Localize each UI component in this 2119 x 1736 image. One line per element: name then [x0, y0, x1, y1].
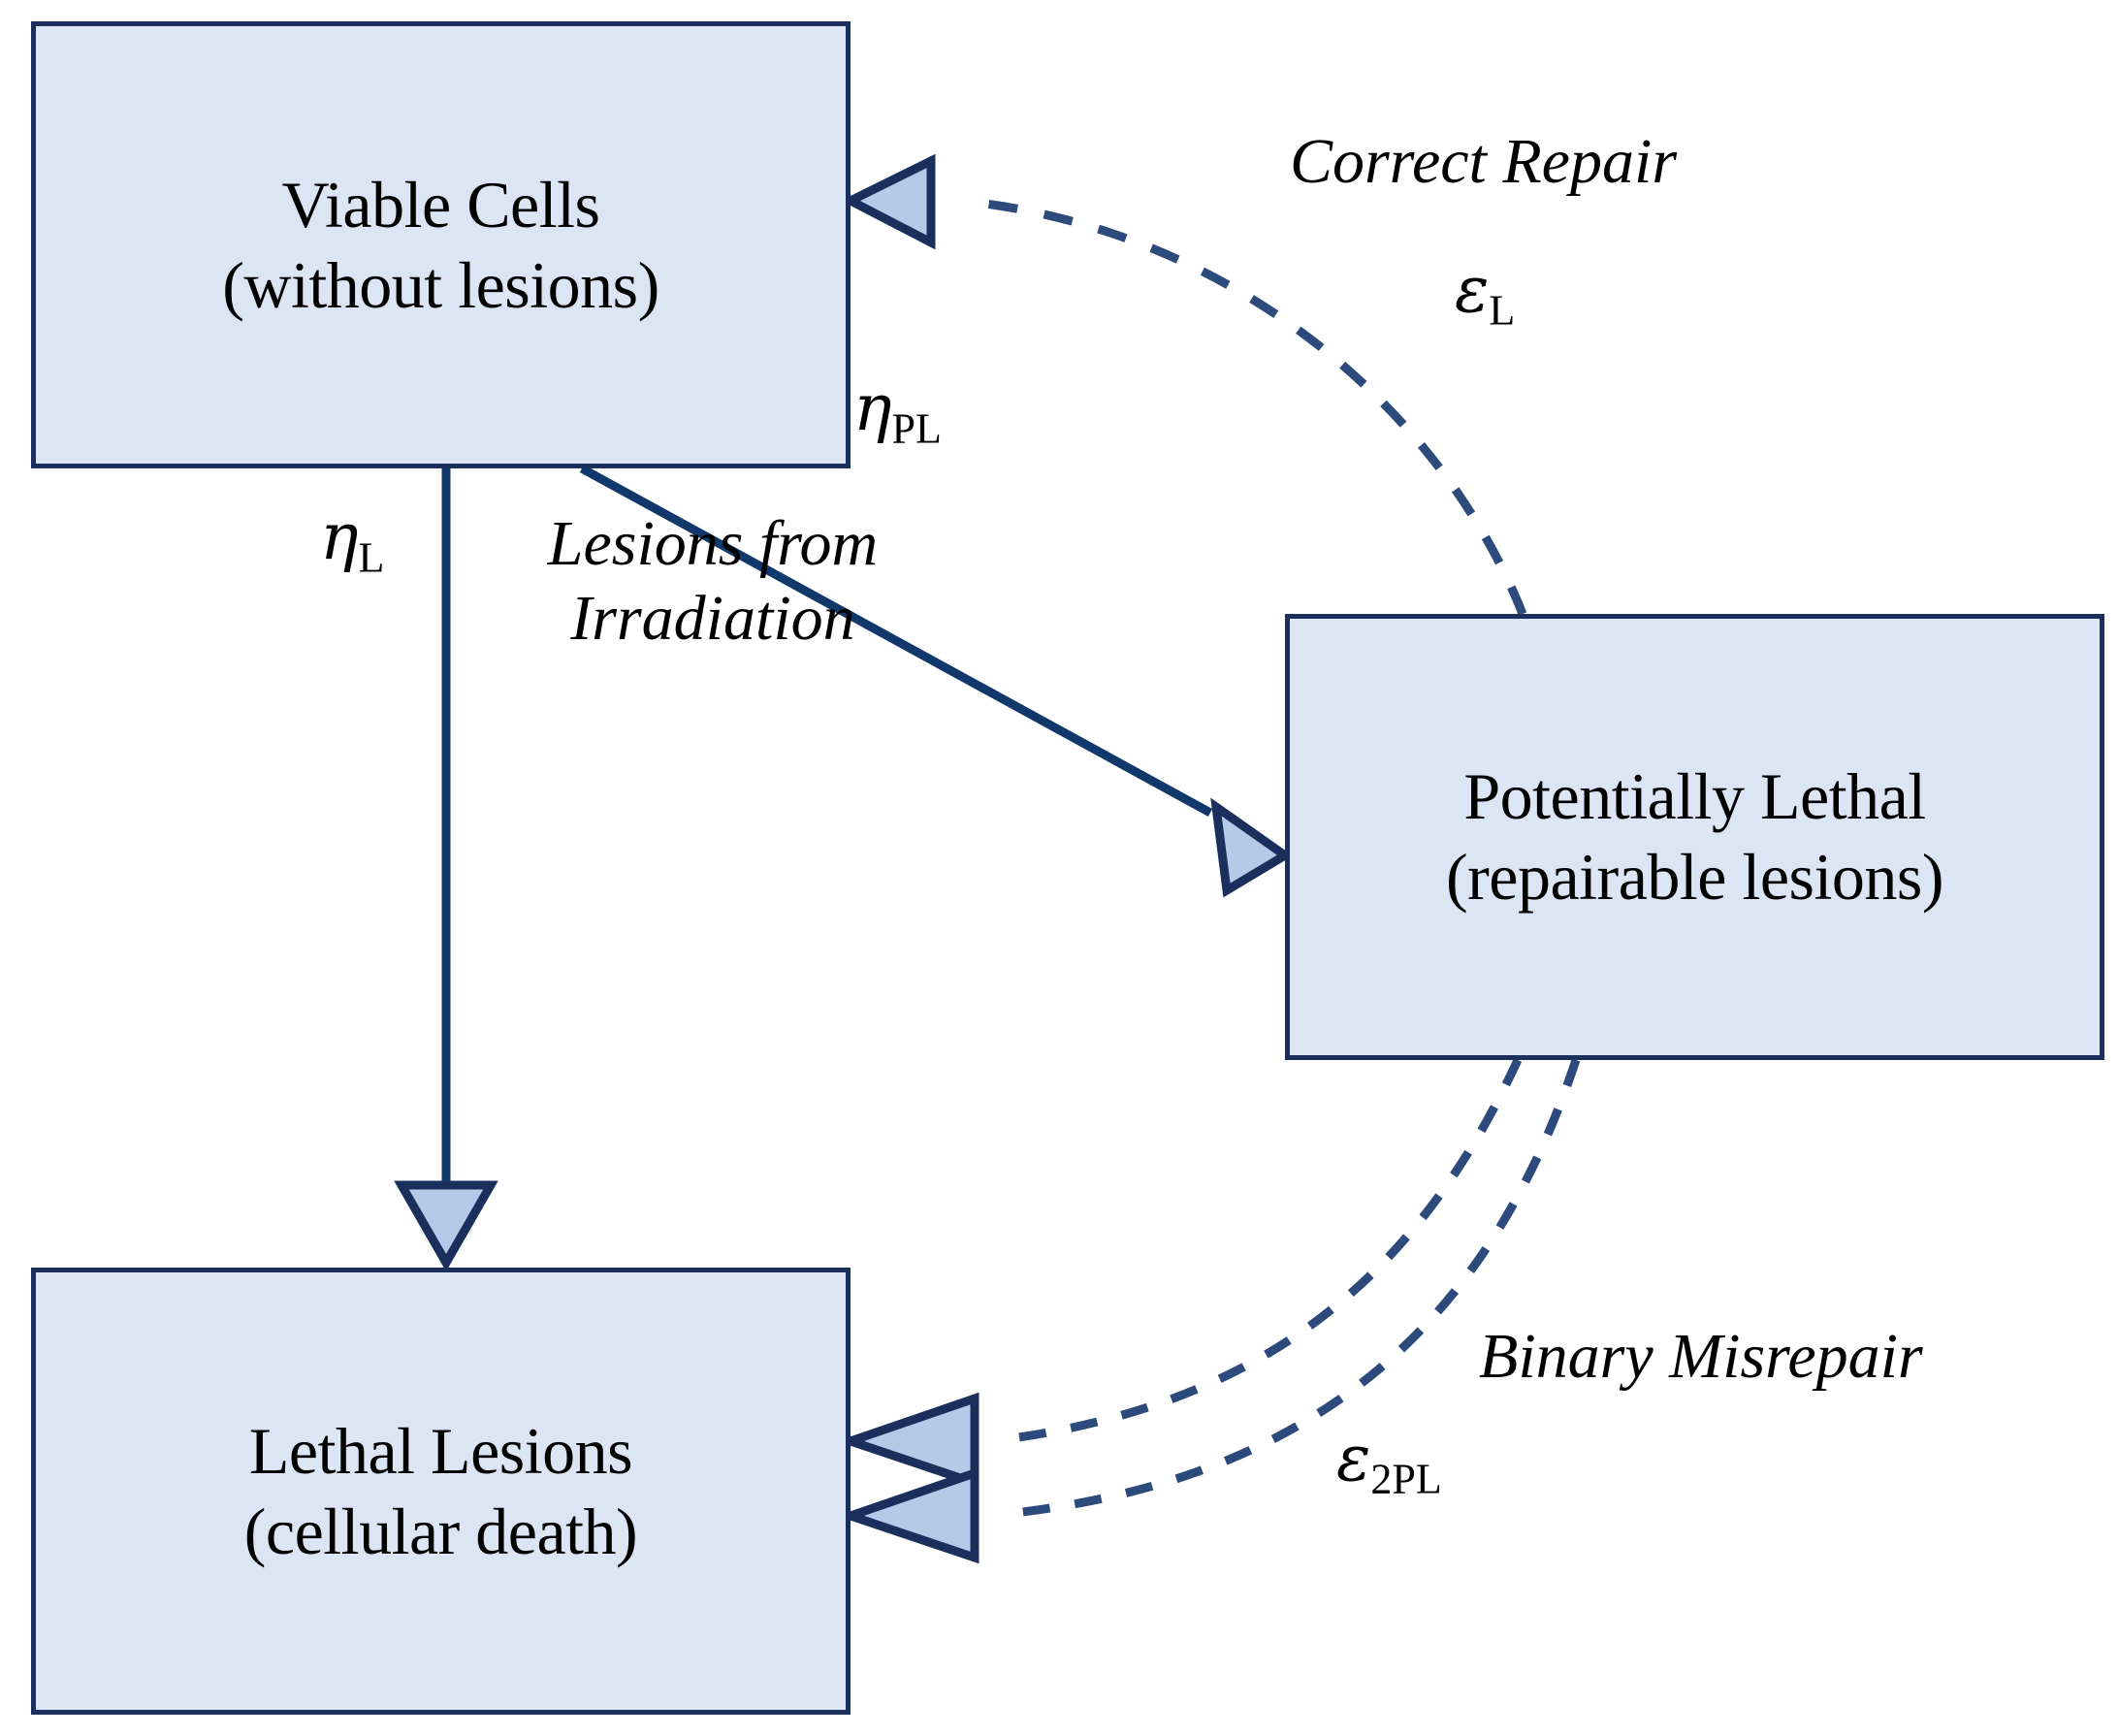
- edge-label-line1: Lesions from: [547, 508, 879, 579]
- arrowhead-eta-pl: [1210, 797, 1294, 898]
- edge-label-binary-misrepair: Binary Misrepair: [1479, 1321, 1923, 1392]
- edge-symbol-eta-l: ηL: [320, 499, 384, 582]
- node-lethal-lesions-line2: (cellular death): [243, 1494, 638, 1568]
- edge-line-binary-misrepair-upper: [1005, 1058, 1523, 1444]
- epsilon-glyph: ε: [1336, 1421, 1371, 1495]
- node-potentially-lethal[interactable]: Potentially Lethal (repairable lesions): [1285, 614, 2104, 1060]
- edge-correct-repair: [841, 153, 1527, 616]
- edge-line-correct-repair: [969, 197, 1527, 616]
- node-potentially-lethal-line1: Potentially Lethal: [1463, 759, 1926, 834]
- node-lethal-lesions[interactable]: Lethal Lesions (cellular death): [31, 1268, 851, 1715]
- arrowhead-eta-l: [394, 1180, 498, 1272]
- edge-symbol-eta-pl: ηPL: [853, 370, 942, 453]
- node-viable-cells-line2: (without lesions): [222, 247, 659, 322]
- epsilon-l-subscript: L: [1489, 286, 1516, 335]
- arrowhead-correct-repair: [841, 153, 936, 250]
- edge-line-binary-misrepair-lower: [1005, 1058, 1581, 1519]
- edge-symbol-epsilon-2pl: ε2PL: [1336, 1421, 1442, 1503]
- edge-symbol-epsilon-l: εL: [1455, 252, 1515, 335]
- arrowhead-binary-misrepair-upper: [837, 1392, 979, 1490]
- edge-binary-misrepair: [837, 1058, 1581, 1564]
- node-viable-cells-line1: Viable Cells: [281, 167, 600, 241]
- edge-label-line2: Irradiation: [570, 582, 855, 654]
- arrowhead-binary-misrepair-lower: [837, 1466, 979, 1564]
- edge-label-correct-repair: Correct Repair: [1290, 126, 1677, 197]
- edge-label-lesions-from-irradiation: Lesions from Irradiation: [504, 507, 921, 656]
- epsilon-2pl-subscript: 2PL: [1370, 1455, 1442, 1503]
- eta-glyph: η: [320, 499, 359, 574]
- edge-lesions-to-lethal: [394, 468, 498, 1272]
- eta-glyph: η: [853, 370, 892, 445]
- node-viable-cells[interactable]: Viable Cells (without lesions): [31, 21, 851, 468]
- node-lethal-lesions-line1: Lethal Lesions: [248, 1413, 633, 1488]
- epsilon-glyph: ε: [1455, 252, 1490, 327]
- node-potentially-lethal-line2: (repairable lesions): [1446, 840, 1943, 914]
- eta-l-subscript: L: [358, 533, 385, 582]
- eta-pl-subscript: PL: [891, 404, 942, 453]
